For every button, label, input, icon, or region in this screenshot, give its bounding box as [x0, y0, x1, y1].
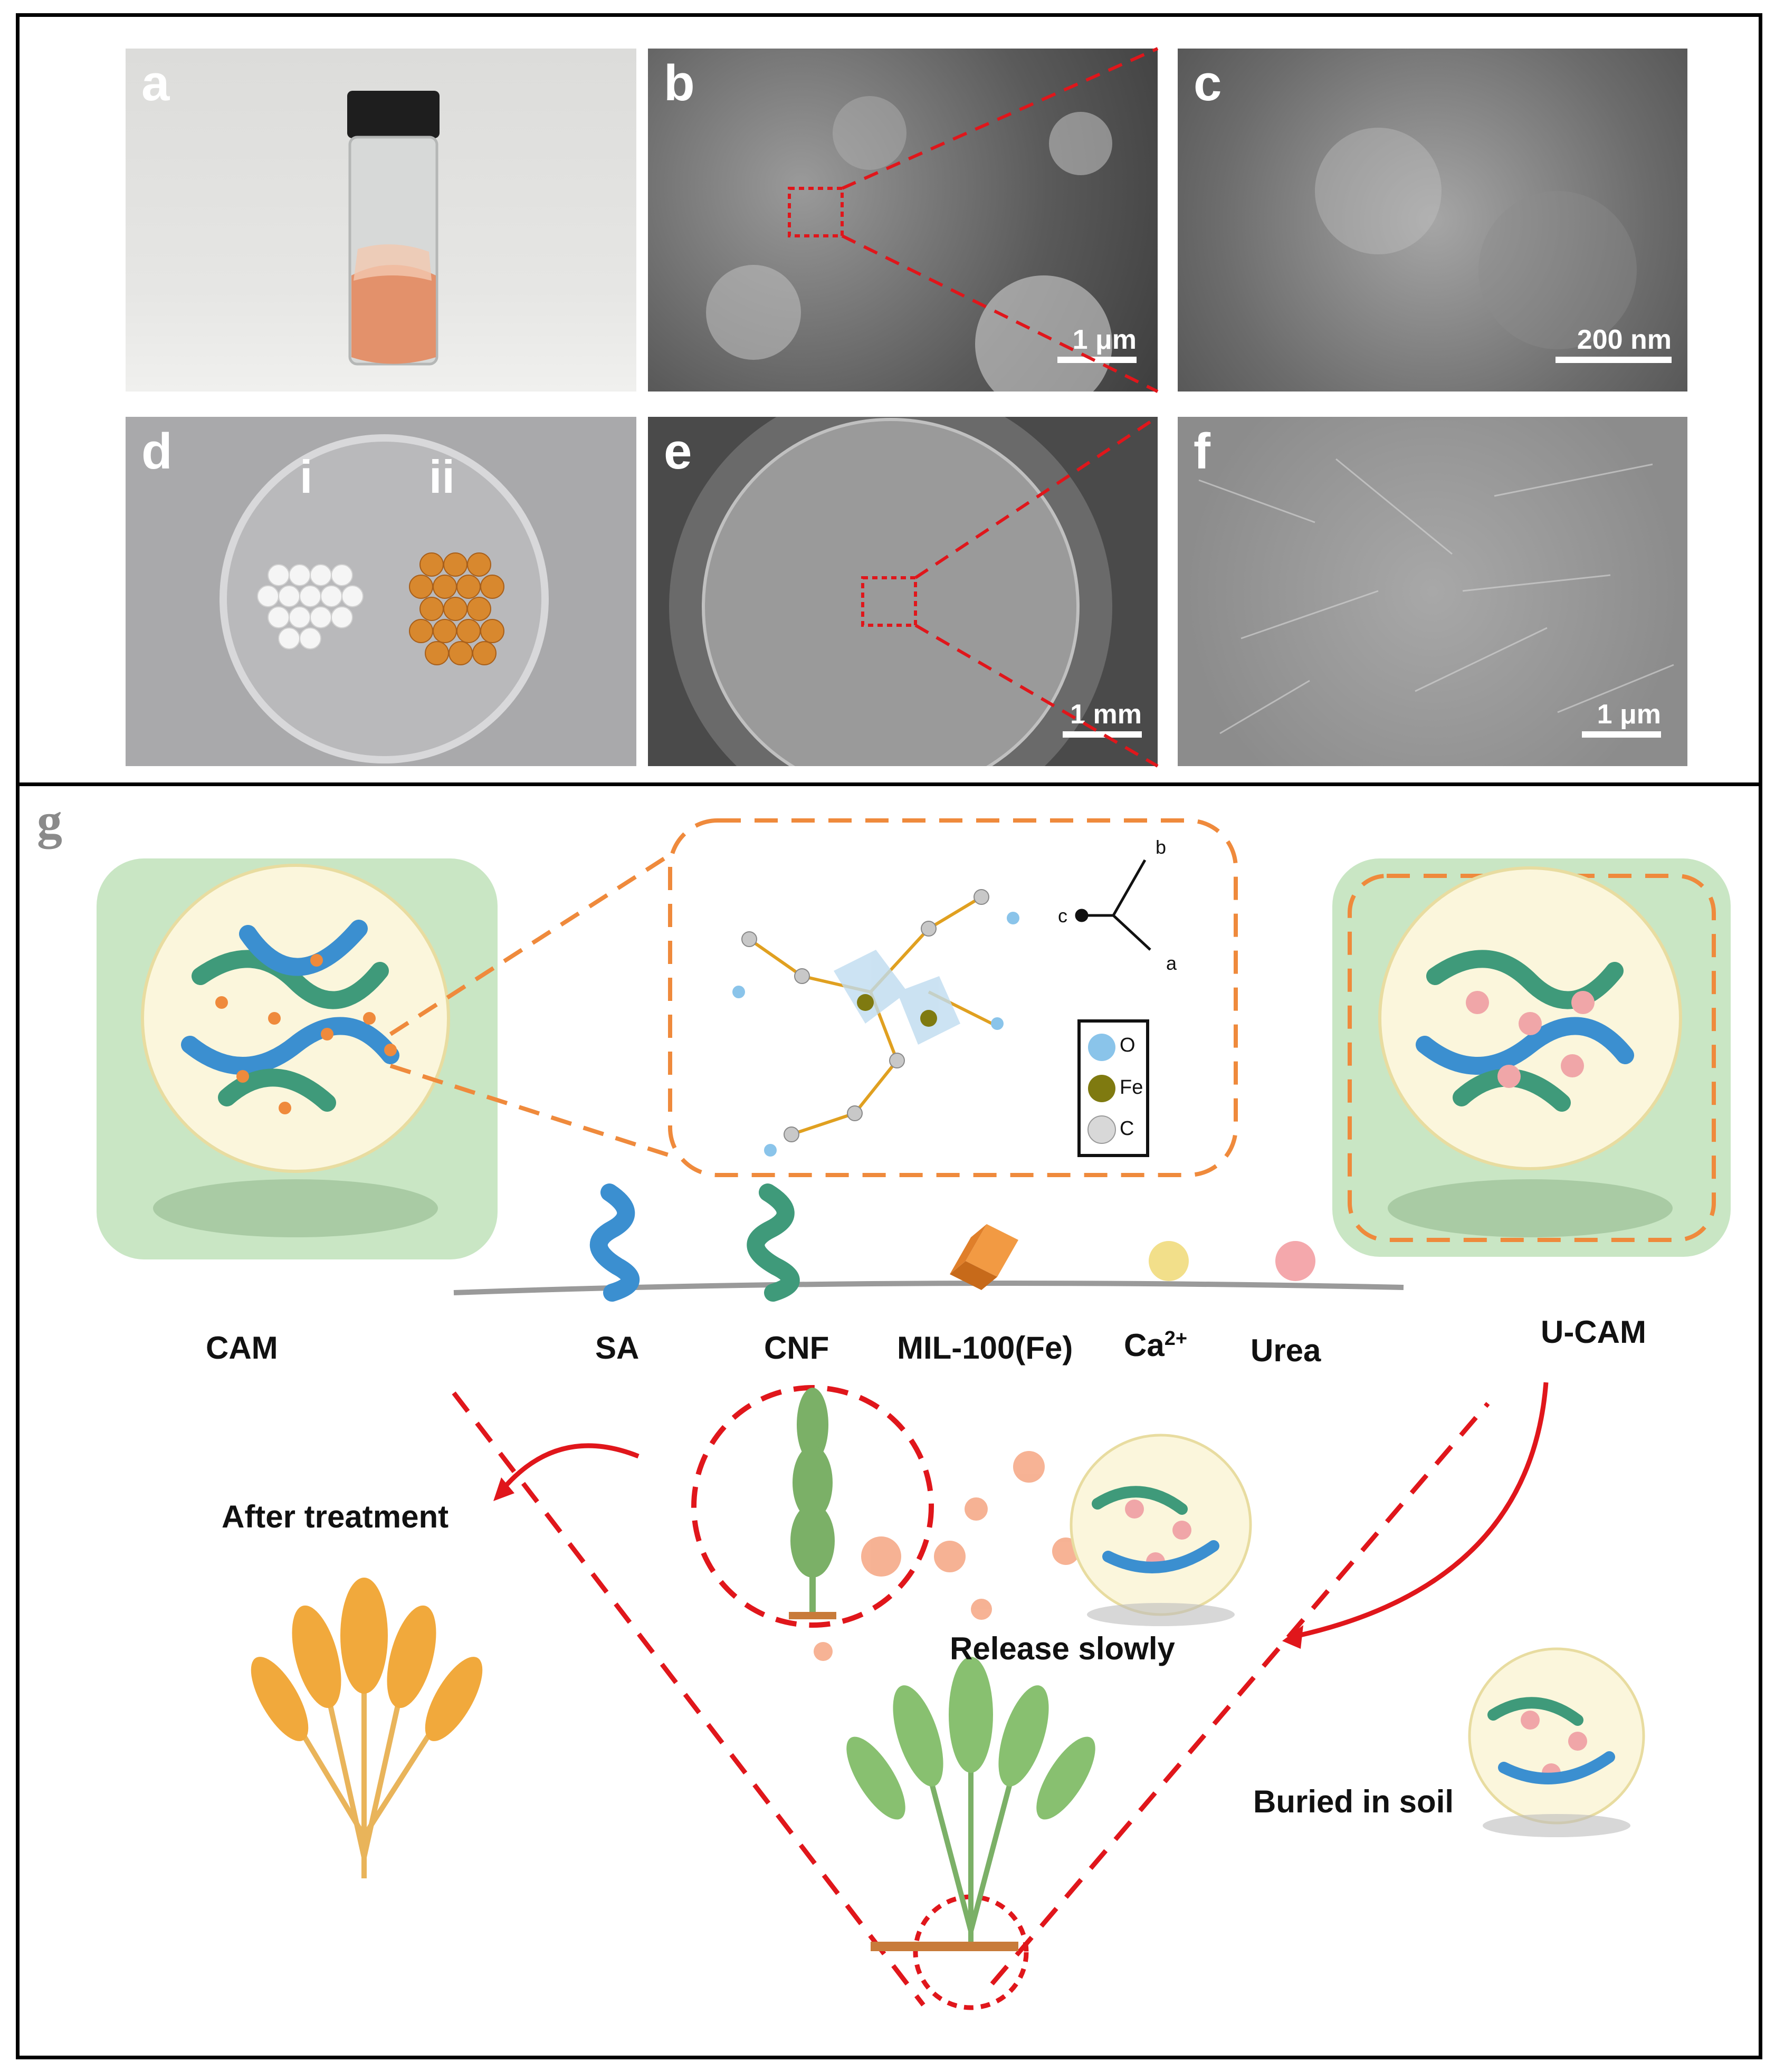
mil-cube-icon	[950, 1224, 1018, 1290]
fiber-texture	[1198, 458, 1674, 734]
buried-bead-icon	[1468, 1647, 1645, 1825]
cam-bead-icon	[141, 864, 450, 1173]
sa-icon	[589, 1183, 640, 1302]
panel-c-scale-text: 200 nm	[1577, 324, 1672, 355]
legend-c-text: C	[1120, 1118, 1134, 1140]
young-wheat-icon	[846, 1657, 1095, 1942]
panel-c-label: c	[1194, 55, 1222, 111]
urea-label: Urea	[1251, 1333, 1321, 1368]
zoom-box	[788, 187, 844, 237]
ucam-label: U-CAM	[1541, 1314, 1646, 1350]
axis-a-text: a	[1166, 952, 1177, 974]
buried-in-soil-label: Buried in soil	[1253, 1784, 1454, 1819]
mature-wheat-icon	[251, 1578, 483, 1878]
panel-c-scale-bar	[1555, 357, 1672, 363]
petri-dish	[220, 434, 549, 763]
scheme-panel-frame	[16, 782, 1762, 2059]
panel-d-label: d	[141, 423, 173, 480]
mil-label: MIL-100(Fe)	[897, 1330, 1073, 1366]
panel-c-sem-image: c 200 nm	[1178, 49, 1687, 392]
sa-label: SA	[595, 1330, 640, 1366]
urea-sphere-icon	[1275, 1241, 1315, 1281]
panel-f-scale-text: 1 μm	[1597, 699, 1661, 730]
panel-e-label: e	[664, 423, 692, 480]
legend-fe-text: Fe	[1120, 1076, 1143, 1099]
panel-a-vial-photo: a	[126, 49, 636, 392]
panel-f-label: f	[1194, 423, 1210, 480]
after-treatment-label: After treatment	[222, 1499, 449, 1534]
panel-a-label: a	[141, 55, 170, 111]
sem-texture	[1315, 128, 1637, 349]
cam-label: CAM	[206, 1330, 278, 1366]
axis-b-text: b	[1156, 836, 1167, 858]
cnf-icon	[747, 1183, 800, 1302]
wheat-sprout-icon	[789, 1388, 836, 1619]
sample-i-label: i	[300, 451, 313, 503]
panel-f-scale-bar	[1582, 731, 1661, 738]
crystal-structure-box	[668, 818, 1238, 1177]
axis-c-text: c	[1058, 905, 1067, 927]
release-slowly-label: Release slowly	[950, 1631, 1175, 1666]
zoom-box	[861, 576, 917, 627]
sample-ii-label: ii	[429, 451, 455, 503]
ca-label: Ca2+	[1124, 1328, 1188, 1363]
cnf-label: CNF	[764, 1330, 829, 1366]
releasing-bead-icon	[1070, 1434, 1252, 1616]
ca-sphere-icon	[1149, 1241, 1189, 1281]
panel-d-beads-photo: d i ii	[126, 417, 636, 766]
vial-icon	[347, 91, 440, 366]
panel-g-label: g	[37, 792, 62, 849]
legend-o-text: O	[1120, 1034, 1135, 1056]
panel-b-label: b	[664, 55, 695, 111]
panel-f-sem-fibers: f 1 μm	[1178, 417, 1687, 766]
